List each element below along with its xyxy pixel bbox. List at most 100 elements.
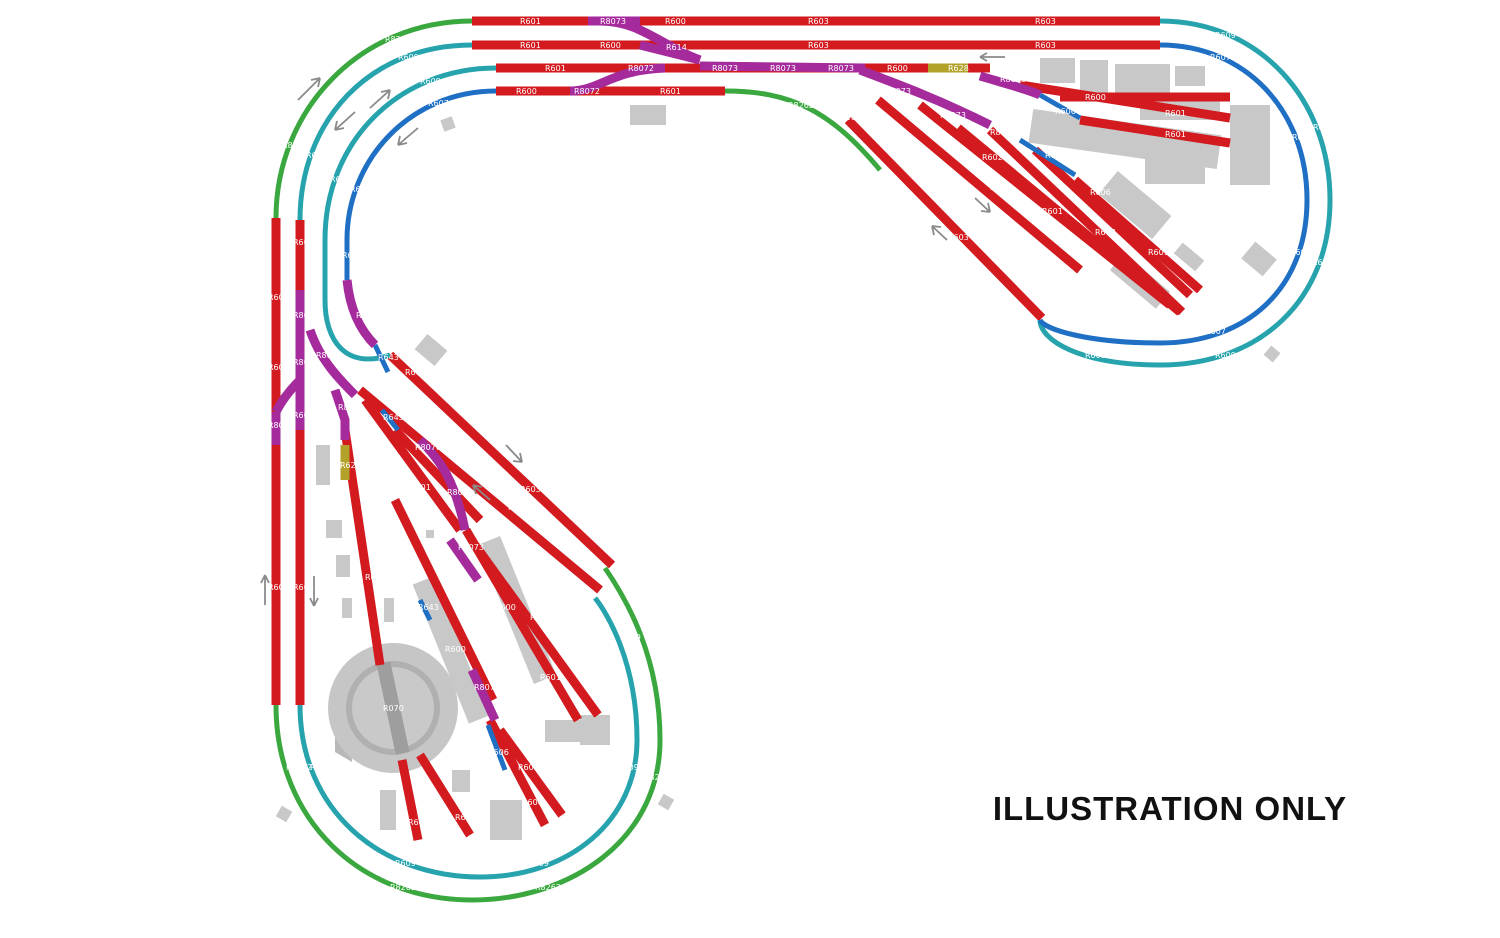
building: [630, 105, 666, 125]
track-label: R8072: [316, 351, 342, 360]
track-label: R600: [495, 603, 516, 612]
track-label: R607: [1205, 327, 1226, 336]
track-label: R606: [1090, 188, 1111, 197]
building: [1145, 150, 1205, 184]
illustration-only-note: ILLUSTRATION ONLY: [992, 790, 1348, 827]
direction-arrows: [260, 52, 1005, 607]
track-label: R643: [378, 353, 399, 362]
track-label: R607: [1292, 133, 1313, 142]
building: [1263, 345, 1281, 363]
track-label: R601: [370, 483, 391, 492]
track-label: R609: [306, 151, 327, 160]
building: [342, 598, 352, 618]
arrow-icon: [931, 225, 948, 241]
track-label: R601: [660, 87, 681, 96]
track-label: R8072: [293, 311, 319, 320]
track-label: R8073: [338, 403, 364, 412]
building: [657, 793, 675, 811]
track-label: R609: [1085, 351, 1106, 360]
track-label: R609: [330, 175, 351, 184]
arrow-icon: [505, 444, 523, 463]
track-label: R8076: [415, 443, 441, 452]
arrow-icon: [309, 576, 319, 607]
track-label: R606: [1055, 107, 1076, 116]
straight-tracks: [271, 16, 1231, 841]
track-label: R8072: [628, 64, 654, 73]
track-label: R607: [1210, 53, 1231, 62]
building: [1230, 105, 1270, 185]
track-label: R600: [405, 368, 426, 377]
track-label: R600: [516, 87, 537, 96]
track-label: R8261: [835, 113, 861, 122]
track-label: R603: [520, 485, 541, 494]
track-label: R600: [400, 563, 421, 572]
track-label: R603: [268, 583, 289, 592]
building: [412, 576, 490, 724]
track-label: R600: [665, 17, 686, 26]
isolator-tracks: [340, 63, 968, 480]
track-label: R614: [666, 43, 687, 52]
track-label: R8074: [356, 311, 382, 320]
track-label: R600: [445, 645, 466, 654]
track-label: R601: [540, 673, 561, 682]
track-label: R643: [342, 251, 363, 260]
arrow-icon: [974, 197, 991, 213]
track-label: R609: [420, 77, 441, 86]
track-label: R601: [545, 64, 566, 73]
track-label: R8073: [293, 358, 319, 367]
track-label: R601: [365, 573, 386, 582]
building: [380, 790, 396, 830]
track-label: R609: [1215, 31, 1236, 40]
track-label: R603: [808, 17, 829, 26]
track-label: R600: [268, 363, 289, 372]
turntable: R070: [328, 643, 458, 773]
track-label: R601: [1165, 130, 1186, 139]
track-label: R606: [488, 748, 509, 757]
track-label: R609: [528, 859, 549, 868]
building: [580, 715, 610, 745]
building: [275, 805, 293, 823]
building: [316, 445, 330, 485]
track-label: R600: [293, 238, 314, 247]
track-label: R643: [383, 413, 404, 422]
building: [1241, 241, 1277, 277]
track-label: R609: [1313, 123, 1334, 132]
track-label: R614: [395, 393, 416, 402]
track-label: R601: [518, 763, 539, 772]
track-label: R8073: [940, 111, 966, 120]
track-label: R601: [268, 293, 289, 302]
track-label: R602: [982, 153, 1003, 162]
track-label: R601: [410, 483, 431, 492]
arrow-icon: [472, 484, 491, 501]
outer-curves: [273, 18, 882, 903]
track-label: R609: [1215, 351, 1236, 360]
points: [271, 16, 1043, 722]
arrow-icon: [397, 127, 419, 146]
building: [452, 770, 470, 792]
track-label: R603: [958, 215, 979, 224]
track-label: R8077: [474, 683, 500, 692]
turntable-label: R070: [383, 704, 404, 713]
building: [426, 530, 434, 538]
track-label: R600: [887, 64, 908, 73]
track-label: R601: [520, 17, 541, 26]
track-label: R8262: [646, 625, 672, 634]
track-label: R8262: [644, 773, 670, 782]
track-label: R603: [990, 183, 1011, 192]
track-label: R601: [1042, 207, 1063, 216]
track-label: R8262: [286, 763, 312, 772]
building: [1173, 242, 1205, 272]
track-label: R8073: [1000, 75, 1026, 84]
track-label: R601: [1165, 109, 1186, 118]
track-label: R603: [293, 583, 314, 592]
track-label: R628: [948, 64, 969, 73]
arrow-icon: [260, 574, 270, 605]
teal-curves: [297, 18, 1333, 880]
track-label: R609: [398, 53, 419, 62]
building: [1098, 171, 1172, 239]
track-label: R603: [808, 41, 829, 50]
track-label: R601: [1148, 248, 1169, 257]
track-label: R603: [508, 503, 529, 512]
track-label: R8073: [458, 543, 484, 552]
